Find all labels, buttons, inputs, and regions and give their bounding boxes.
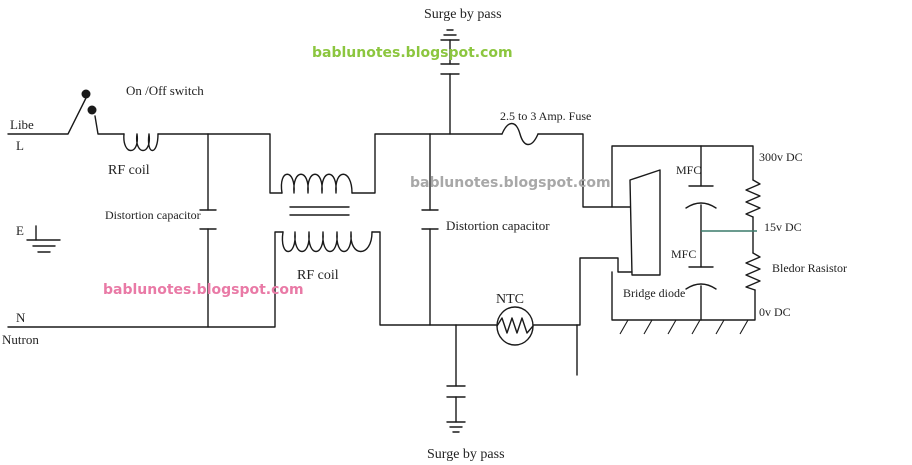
switch-contacts <box>81 89 97 115</box>
rf-coil-1-winding <box>123 133 159 152</box>
rf-coil-2-label: RF coil <box>297 268 339 283</box>
fuse-to-bridge-wire <box>537 133 631 208</box>
bleeder-resistor-label: Bledor Rasistor <box>772 261 847 275</box>
bleeder-resistor-1 <box>745 179 761 218</box>
bridge-diode <box>629 169 661 276</box>
earth-ground-icon <box>26 225 61 253</box>
watermark-grey: bablunotes.blogspot.com <box>410 175 611 191</box>
mfc-2-label: MFC <box>671 247 696 261</box>
neutral-label: Nutron <box>2 332 39 347</box>
ground-hatch <box>619 319 749 335</box>
distortion-capacitor-1-label: Distortion capacitor <box>105 208 201 222</box>
choke-top-winding <box>280 173 353 194</box>
earth-label: E <box>16 223 24 238</box>
watermark-green: bablunotes.blogspot.com <box>312 45 513 61</box>
bleeder-resistor-2 <box>745 252 761 291</box>
watermark-pink: bablunotes.blogspot.com <box>103 282 304 298</box>
wiring <box>7 39 757 423</box>
mfc-capacitor-2 <box>685 266 717 290</box>
neutral-wire <box>7 231 284 328</box>
distortion-capacitor-2 <box>421 209 439 230</box>
dc-positive-rail <box>611 145 754 208</box>
ntc-to-bridge-wire <box>533 257 633 326</box>
ntc-label: NTC <box>496 292 524 307</box>
fuse-symbol <box>501 122 539 146</box>
v300-label: 300v DC <box>759 150 803 164</box>
line-label: Libe <box>10 117 34 132</box>
line-to-choke-wire <box>157 133 283 194</box>
surge-bypass-top <box>440 29 460 75</box>
ntc-thermistor <box>496 306 534 346</box>
distortion-capacitor-2-label: Distortion capacitor <box>446 218 550 233</box>
mfc-capacitor-1 <box>685 185 717 209</box>
distortion-capacitor-1 <box>199 209 217 230</box>
surge-bottom-label: Surge by pass <box>427 447 505 462</box>
choke-bottom-winding <box>281 231 373 252</box>
line-letter-label: L <box>16 138 24 153</box>
bridge-diode-label: Bridge diode <box>623 286 685 300</box>
neutral-letter-label: N <box>16 310 26 325</box>
choke-bottom-out-wire <box>371 231 497 326</box>
mfc-1-label: MFC <box>676 163 701 177</box>
v15-label: 15v DC <box>764 220 802 234</box>
dc-negative-rail <box>611 271 756 321</box>
surge-top-label: Surge by pass <box>424 7 502 22</box>
switch-out-wire <box>94 115 125 135</box>
surge-bypass-bottom <box>446 385 466 433</box>
rf-coil-1-label: RF coil <box>108 163 150 178</box>
v0-label: 0v DC <box>759 305 791 319</box>
line-wire <box>7 97 87 135</box>
fuse-label: 2.5 to 3 Amp. Fuse <box>500 109 591 123</box>
switch-label: On /Off switch <box>126 83 204 98</box>
common-mode-choke <box>280 173 373 252</box>
choke-top-out-wire <box>351 133 503 194</box>
